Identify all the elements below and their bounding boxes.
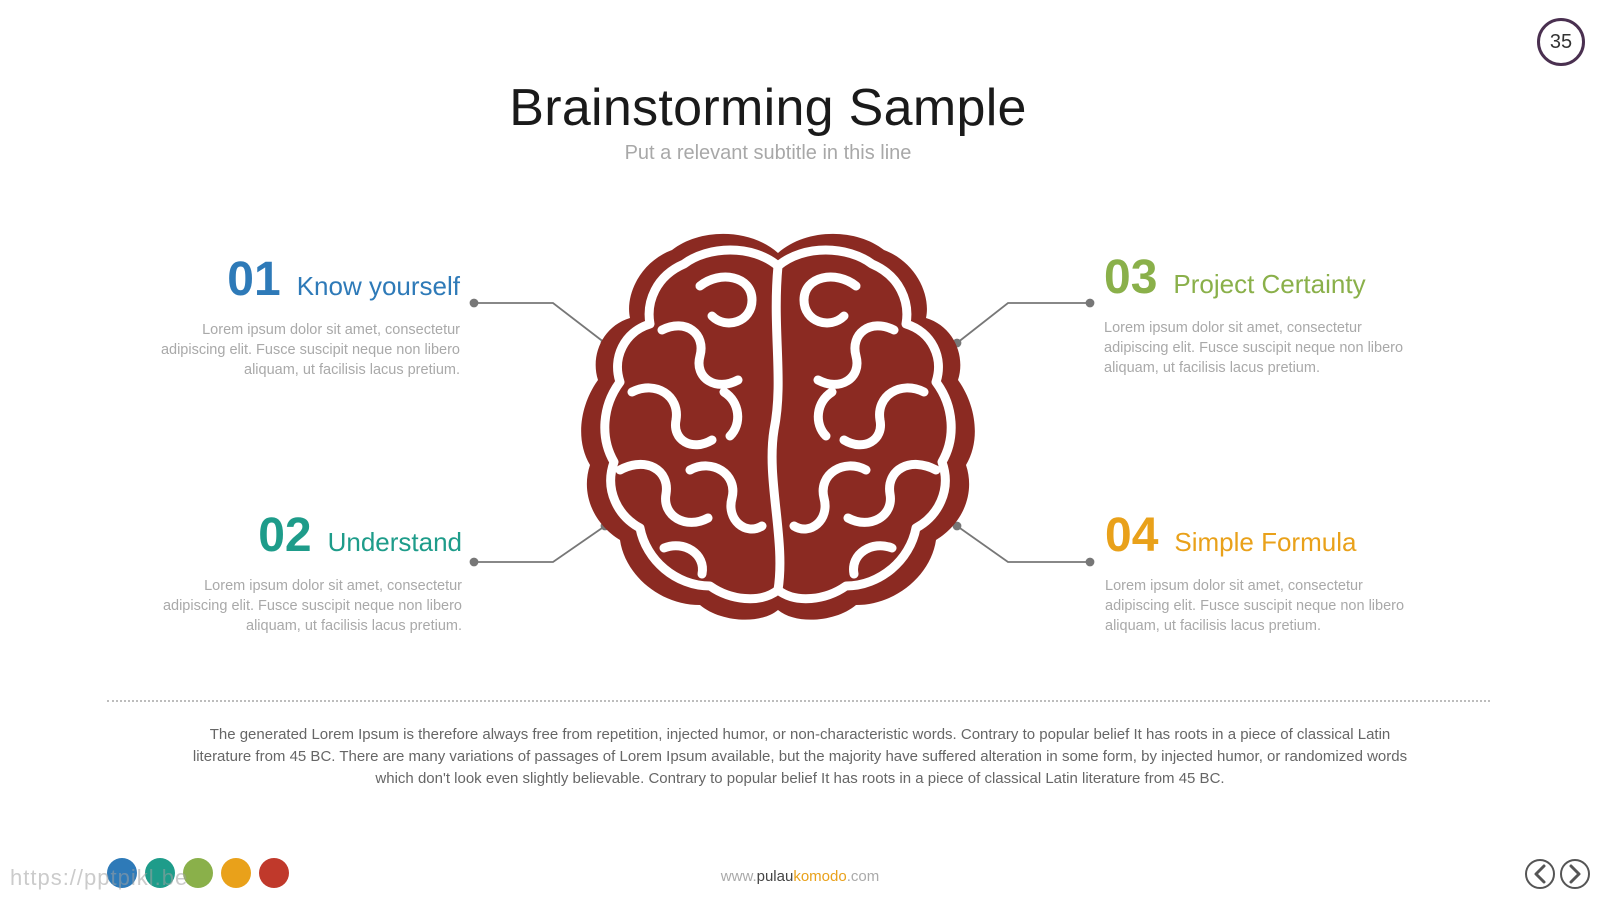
- website-link[interactable]: www.pulaukomodo.com: [0, 868, 1600, 885]
- desc-line: adipiscing elit. Fusce suscipit neque no…: [1105, 598, 1405, 614]
- desc-line: aliquam, ut facilisis lacus pretium.: [246, 618, 462, 634]
- item-description: Lorem ipsum dolor sit amet, consectetur …: [1105, 576, 1465, 636]
- next-button[interactable]: [1560, 859, 1590, 889]
- desc-line: aliquam, ut facilisis lacus pretium.: [1104, 360, 1320, 376]
- chevron-right-icon[interactable]: [1560, 859, 1590, 889]
- paragraph-line: literature from 45 BC. There are many va…: [192, 748, 1408, 765]
- item-label: Simple Formula: [1174, 527, 1357, 557]
- item-03: 03 Project Certainty Lorem ipsum dolor s…: [1104, 254, 1464, 378]
- connector-02: [474, 525, 606, 563]
- watermark: https://pptpikl.be: [10, 865, 189, 890]
- page-number: 35: [1549, 30, 1573, 53]
- prev-button[interactable]: [1525, 859, 1555, 889]
- connector-03-dot-a: [1085, 298, 1095, 308]
- chevron-left-glyph: [1534, 864, 1546, 884]
- item-01: 01 Know yourself Lorem ipsum dolor sit a…: [120, 256, 460, 380]
- connector-01: [474, 302, 606, 344]
- desc-line: Lorem ipsum dolor sit amet, consectetur: [1105, 578, 1363, 594]
- item-number: 03: [1104, 251, 1158, 304]
- brain-icon: [581, 233, 975, 620]
- connector-03: [956, 302, 1090, 344]
- item-number: 01: [227, 253, 281, 306]
- bottom-paragraph: The generated Lorem Ipsum is therefore a…: [100, 724, 1500, 790]
- paragraph-line: The generated Lorem Ipsum is therefore a…: [209, 726, 1391, 743]
- site-mid: pulau: [756, 868, 794, 885]
- page-number-badge: 35: [1537, 18, 1585, 66]
- connector-02-dot-a: [469, 557, 479, 567]
- slide-subtitle: Put a relevant subtitle in this line: [624, 142, 912, 164]
- item-label: Know yourself: [296, 271, 460, 301]
- chevron-right-glyph: [1569, 864, 1581, 884]
- desc-line: adipiscing elit. Fusce suscipit neque no…: [162, 598, 462, 614]
- item-label: Project Certainty: [1173, 269, 1366, 299]
- site-suffix: .com: [846, 868, 880, 885]
- color-dot: [145, 858, 175, 888]
- connector-01-dot-a: [469, 298, 479, 308]
- item-description: Lorem ipsum dolor sit amet, consectetur …: [1104, 318, 1464, 378]
- desc-line: Lorem ipsum dolor sit amet, consectetur: [204, 578, 462, 594]
- color-dot: [221, 858, 251, 888]
- site-prefix: www.: [720, 868, 757, 885]
- connector-04: [956, 525, 1090, 563]
- desc-line: aliquam, ut facilisis lacus pretium.: [244, 362, 460, 378]
- desc-line: adipiscing elit. Fusce suscipit neque no…: [160, 342, 460, 358]
- color-dot: [107, 858, 137, 888]
- color-dot: [183, 858, 213, 888]
- site-brand: komodo: [793, 868, 847, 885]
- item-number: 04: [1105, 509, 1159, 562]
- color-dot: [259, 858, 289, 888]
- item-number: 02: [258, 509, 312, 562]
- item-02: 02 Understand Lorem ipsum dolor sit amet…: [120, 512, 462, 636]
- color-dots: [107, 858, 289, 888]
- desc-line: aliquam, ut facilisis lacus pretium.: [1105, 618, 1321, 634]
- item-04: 04 Simple Formula Lorem ipsum dolor sit …: [1105, 512, 1465, 636]
- desc-line: Lorem ipsum dolor sit amet, consectetur: [202, 322, 460, 338]
- slide-title: Brainstorming Sample: [509, 79, 1027, 137]
- dotted-divider: [107, 700, 1490, 702]
- item-label: Understand: [327, 527, 462, 557]
- connector-04-dot-a: [1085, 557, 1095, 567]
- item-description: Lorem ipsum dolor sit amet, consectetur …: [120, 320, 460, 380]
- paragraph-line: which don't look even slightly believabl…: [375, 770, 1225, 787]
- connector-04-dot-b: [952, 521, 962, 531]
- item-description: Lorem ipsum dolor sit amet, consectetur …: [120, 576, 462, 636]
- chevron-left-icon[interactable]: [1525, 859, 1555, 889]
- desc-line: adipiscing elit. Fusce suscipit neque no…: [1104, 340, 1404, 356]
- desc-line: Lorem ipsum dolor sit amet, consectetur: [1104, 320, 1362, 336]
